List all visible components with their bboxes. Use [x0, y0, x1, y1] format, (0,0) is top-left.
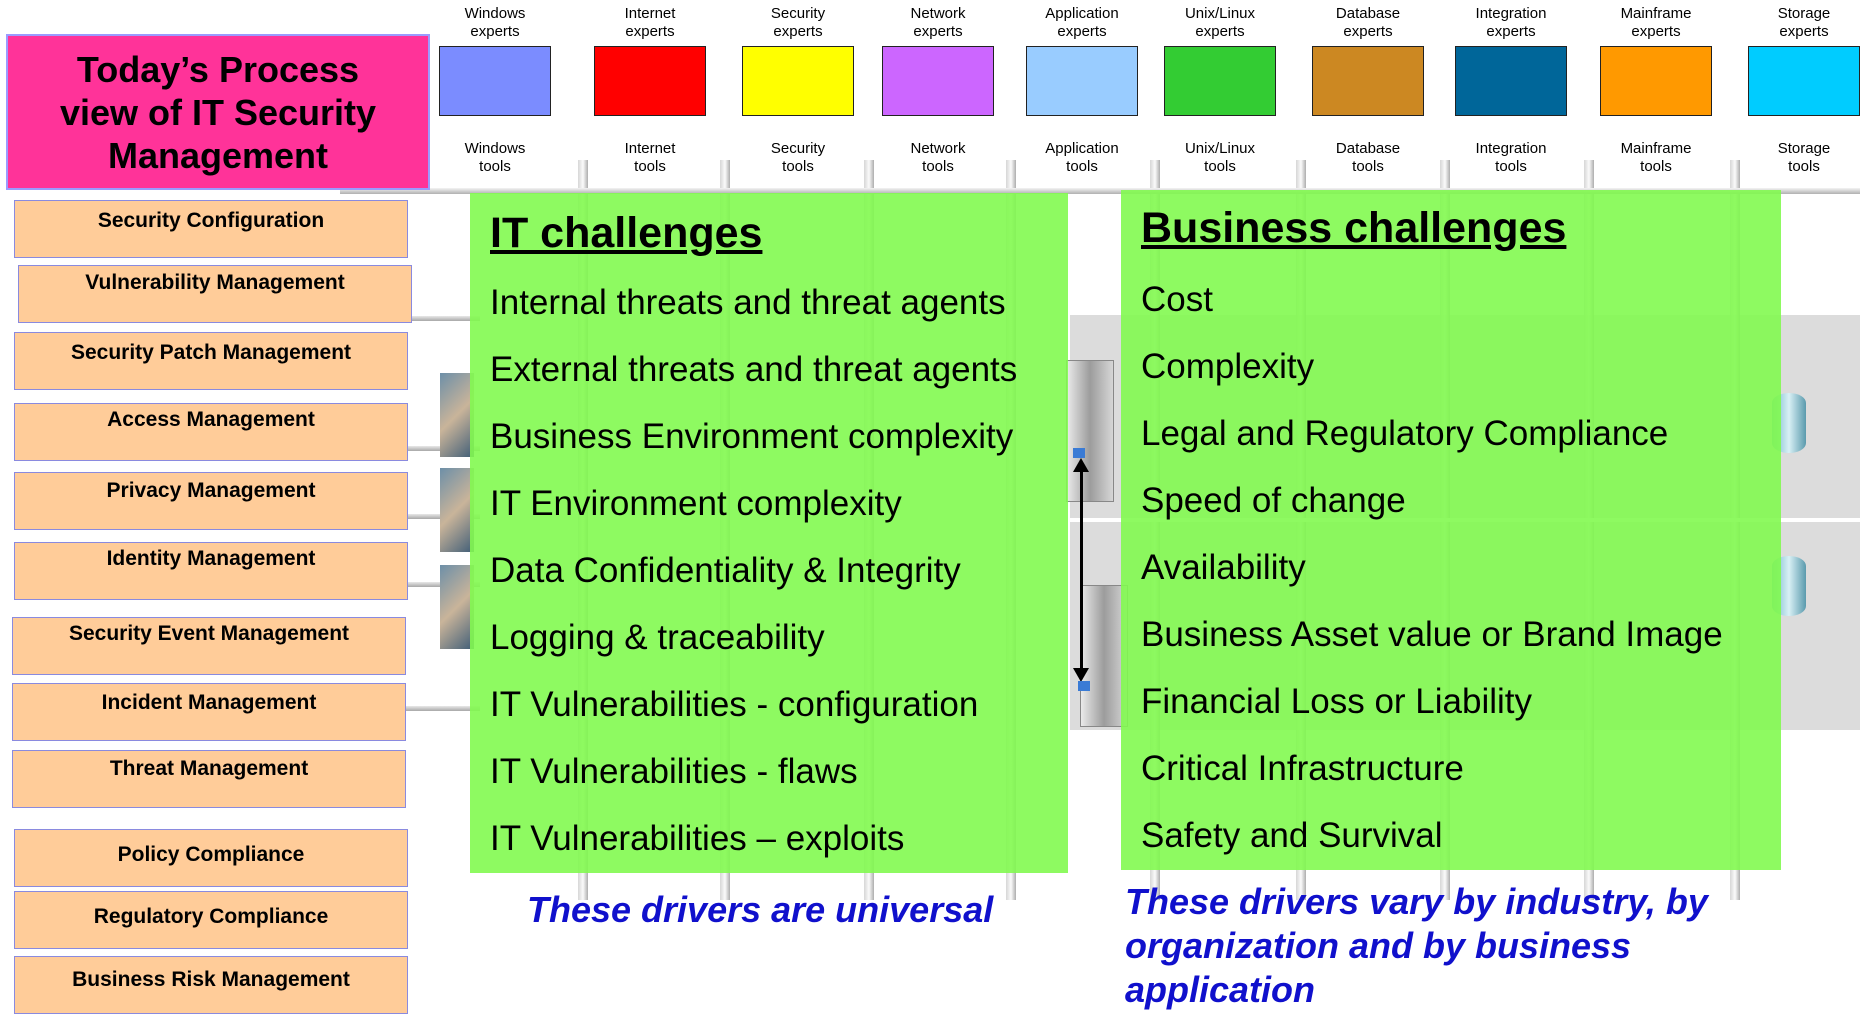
connector-line: [404, 706, 480, 711]
process-item: Security Event Management: [12, 617, 406, 675]
people-photo-icon: [440, 565, 474, 649]
it-challenges-note: These drivers are universal: [527, 889, 994, 930]
expert-label: Mainframe experts: [1620, 5, 1692, 40]
it-challenge-item: IT Environment complexity: [490, 484, 902, 523]
expert-label: Network experts: [910, 5, 966, 40]
expert-label: Windows experts: [464, 5, 526, 40]
expert-label: Integration experts: [1475, 5, 1547, 40]
expert-label: Database experts: [1335, 5, 1401, 40]
tools-label: Mainframe tools: [1620, 140, 1692, 175]
tools-label: Windows tools: [464, 140, 526, 175]
tools-label: Database tools: [1335, 140, 1401, 175]
expert-label: Security experts: [770, 5, 826, 40]
business-challenge-item: Availability: [1141, 548, 1306, 587]
tools-label: Application tools: [1045, 140, 1119, 175]
server-icon: [1080, 585, 1128, 727]
tools-label: Internet tools: [624, 140, 676, 175]
it-challenge-item: IT Vulnerabilities - configuration: [490, 685, 979, 724]
expert-color-box: [594, 46, 706, 116]
expert-color-box: [1748, 46, 1860, 116]
tools-label: Security tools: [770, 140, 826, 175]
process-item: Threat Management: [12, 750, 406, 808]
tools-label: Unix/Linux tools: [1184, 140, 1256, 175]
expert-color-box: [882, 46, 994, 116]
expert-label: Storage experts: [1777, 5, 1831, 40]
process-item: Security Patch Management: [14, 332, 408, 390]
it-challenge-item: Data Confidentiality & Integrity: [490, 551, 961, 590]
people-photo-icon: [440, 468, 474, 552]
expert-color-box: [1312, 46, 1424, 116]
expert-label: Unix/Linux experts: [1184, 5, 1256, 40]
server-icon: [1066, 360, 1114, 502]
business-challenge-item: Business Asset value or Brand Image: [1141, 615, 1723, 654]
process-item: Policy Compliance: [14, 829, 408, 887]
business-challenge-item: Speed of change: [1141, 481, 1406, 520]
business-challenges-note: These drivers vary by industry, by organ…: [1125, 881, 1708, 1010]
it-challenge-item: External threats and threat agents: [490, 350, 1018, 389]
process-item: Incident Management: [12, 683, 406, 741]
business-challenges-panel: Business challenges Cost Complexity Lega…: [1121, 190, 1781, 870]
it-challenge-item: Logging & traceability: [490, 618, 825, 657]
process-item: Vulnerability Management: [18, 265, 412, 323]
expert-label: Application experts: [1045, 5, 1119, 40]
expert-label: Internet experts: [624, 5, 676, 40]
people-photo-icon: [440, 373, 474, 457]
expert-color-box: [439, 46, 551, 116]
expert-columns-base: [340, 188, 1860, 194]
business-challenge-item: Complexity: [1141, 347, 1315, 386]
it-challenge-item: Business Environment complexity: [490, 417, 1014, 456]
process-item: Privacy Management: [14, 472, 408, 530]
expert-color-box: [742, 46, 854, 116]
process-item: Business Risk Management: [14, 956, 408, 1014]
process-item: Identity Management: [14, 542, 408, 600]
it-challenge-item: IT Vulnerabilities – exploits: [490, 819, 905, 858]
expert-color-box: [1455, 46, 1567, 116]
business-challenge-item: Safety and Survival: [1141, 816, 1443, 855]
bidirectional-arrow: [1073, 458, 1089, 682]
process-item: Security Configuration: [14, 200, 408, 258]
tools-label: Integration tools: [1475, 140, 1547, 175]
business-challenge-item: Cost: [1141, 280, 1213, 319]
business-challenge-item: Critical Infrastructure: [1141, 749, 1464, 788]
tools-label: Storage tools: [1777, 140, 1831, 175]
business-challenge-item: Legal and Regulatory Compliance: [1141, 414, 1669, 453]
it-challenges-panel: IT challenges Internal threats and threa…: [470, 193, 1068, 873]
network-connector-icon: [1073, 448, 1085, 458]
expert-color-box: [1600, 46, 1712, 116]
it-challenge-item: IT Vulnerabilities - flaws: [490, 752, 858, 791]
it-challenges-heading: IT challenges: [490, 209, 763, 257]
business-challenges-heading: Business challenges: [1141, 204, 1567, 252]
expert-color-box: [1164, 46, 1276, 116]
expert-color-box: [1026, 46, 1138, 116]
process-item: Regulatory Compliance: [14, 891, 408, 949]
page-title: Today’s Process view of IT Security Mana…: [6, 34, 430, 190]
tools-label: Network tools: [910, 140, 966, 175]
process-item: Access Management: [14, 403, 408, 461]
business-challenge-item: Financial Loss or Liability: [1141, 682, 1533, 721]
network-connector-icon: [1078, 681, 1090, 691]
it-challenge-item: Internal threats and threat agents: [490, 283, 1006, 322]
